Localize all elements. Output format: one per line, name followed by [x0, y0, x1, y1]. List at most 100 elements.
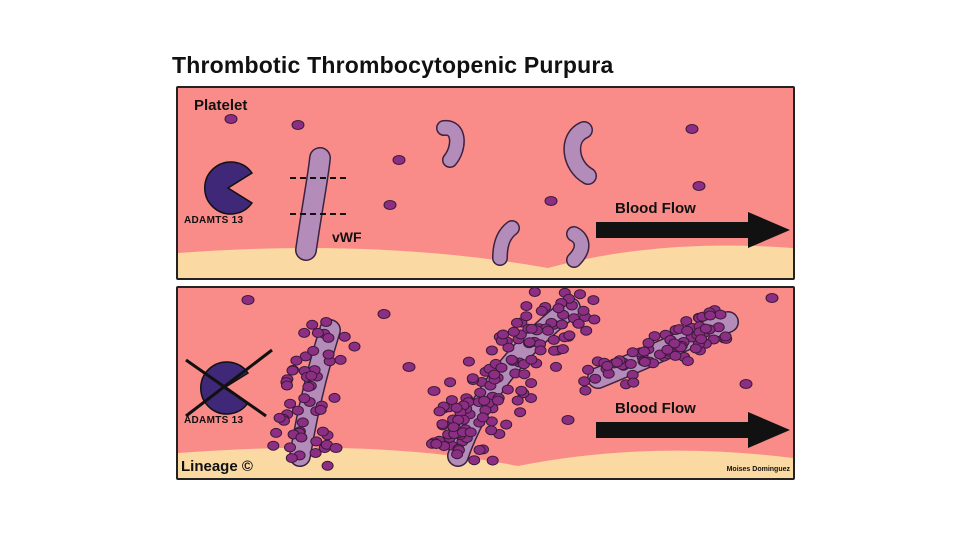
aggregated-platelet	[524, 338, 535, 347]
aggregated-platelet	[526, 324, 537, 333]
aggregated-platelet	[553, 304, 564, 313]
platelet	[686, 125, 698, 134]
aggregated-platelet	[268, 441, 279, 450]
lineage-label: Lineage ©	[181, 458, 253, 475]
aggregated-platelet	[670, 351, 681, 360]
aggregated-platelet	[312, 328, 323, 337]
aggregated-platelet	[628, 378, 639, 387]
aggregated-platelet	[526, 355, 537, 364]
aggregated-platelet	[548, 335, 559, 344]
platelet	[330, 444, 342, 453]
aggregated-platelet	[498, 330, 509, 339]
aggregated-platelet	[529, 288, 540, 297]
aggregated-platelet	[720, 332, 731, 341]
aggregated-platelet	[492, 396, 503, 405]
aggregated-platelet	[696, 335, 707, 344]
platelet	[693, 182, 705, 191]
aggregated-platelet	[339, 332, 350, 341]
aggregated-platelet	[474, 446, 485, 455]
aggregated-platelet	[627, 348, 638, 357]
aggregated-platelet	[643, 339, 654, 348]
aggregated-platelet	[465, 428, 476, 437]
aggregated-platelet	[489, 370, 500, 379]
aggregated-platelet	[515, 408, 526, 417]
aggregated-platelet	[286, 454, 297, 463]
aggregated-platelet	[625, 360, 636, 369]
aggregated-platelet	[437, 420, 448, 429]
aggregated-platelet	[690, 344, 701, 353]
aggregated-platelet	[682, 326, 693, 335]
aggregated-platelet	[467, 374, 478, 383]
arrow-right-icon	[596, 412, 790, 448]
aggregated-platelet	[521, 302, 532, 311]
adamts13-label: ADAMTS 13	[184, 215, 243, 226]
aggregated-platelet	[516, 386, 527, 395]
aggregated-platelet	[469, 456, 480, 465]
aggregated-platelet	[521, 312, 532, 321]
platelet	[403, 363, 415, 372]
aggregated-platelet	[323, 333, 334, 342]
aggregated-platelet	[573, 319, 584, 328]
aggregated-platelet	[306, 371, 317, 380]
platelet-aggregates	[268, 288, 732, 470]
aggregated-platelet	[445, 378, 456, 387]
aggregated-platelet	[307, 320, 318, 329]
aggregated-platelet	[477, 413, 488, 422]
vessel-wall	[178, 246, 793, 279]
author-credit: Moises Dominguez	[727, 466, 790, 473]
aggregated-platelet	[448, 423, 459, 432]
platelet	[740, 380, 752, 389]
aggregated-platelet	[322, 461, 333, 470]
ttp-state-panel: ADAMTS 13 Blood Flow Lineage © Moises Do…	[176, 286, 795, 480]
aggregated-platelet	[557, 345, 568, 354]
blood-flow-label: Blood Flow	[615, 400, 696, 417]
arrow-right-icon	[596, 212, 790, 248]
page-title: Thrombotic Thrombocytopenic Purpura	[172, 52, 792, 79]
aggregated-platelet	[487, 456, 498, 465]
platelet	[225, 115, 237, 124]
aggregated-platelet	[602, 361, 613, 370]
aggregated-platelet	[486, 346, 497, 355]
aggregated-platelet	[299, 394, 310, 403]
aggregated-platelet	[285, 443, 296, 452]
aggregated-platelet	[526, 379, 537, 388]
aggregated-platelet	[452, 450, 463, 459]
aggregated-platelet	[271, 428, 282, 437]
aggregated-platelet	[479, 396, 490, 405]
aggregated-platelet	[335, 355, 346, 364]
vwf-fragment-fill	[574, 234, 582, 260]
platelet	[562, 416, 574, 425]
aggregated-platelet	[349, 342, 360, 351]
aggregated-platelet	[551, 362, 562, 371]
ttp-state-illustration	[178, 288, 793, 478]
aggregated-platelet	[575, 290, 586, 299]
platelet	[393, 156, 405, 165]
aggregated-platelet	[556, 320, 567, 329]
aggregated-platelet	[431, 440, 442, 449]
aggregated-platelet	[535, 346, 546, 355]
aggregated-platelet	[705, 311, 716, 320]
aggregated-platelet	[580, 386, 591, 395]
normal-state-panel: Platelet ADAMTS 13 vWF Blood Flow	[176, 86, 795, 280]
aggregated-platelet	[512, 396, 523, 405]
aggregated-platelet	[287, 366, 298, 375]
aggregated-platelet	[543, 326, 554, 335]
normal-state-illustration	[178, 88, 793, 278]
platelet	[428, 387, 440, 396]
aggregated-platelet	[329, 393, 340, 402]
aggregated-platelet	[475, 388, 486, 397]
aggregated-platelet	[274, 413, 285, 422]
vwf-fragment-fill	[444, 128, 457, 160]
aggregated-platelet	[311, 437, 322, 446]
vwf-label: vWF	[332, 229, 362, 245]
aggregated-platelet	[451, 403, 462, 412]
aggregated-platelet	[589, 315, 600, 324]
aggregated-platelet	[323, 350, 334, 359]
aggregated-platelet	[321, 318, 332, 327]
aggregated-platelet	[296, 433, 307, 442]
aggregated-platelet	[297, 418, 308, 427]
aggregated-platelet	[501, 420, 512, 429]
aggregated-platelet	[682, 357, 693, 366]
aggregated-platelet	[578, 306, 589, 315]
platelet	[292, 121, 304, 130]
